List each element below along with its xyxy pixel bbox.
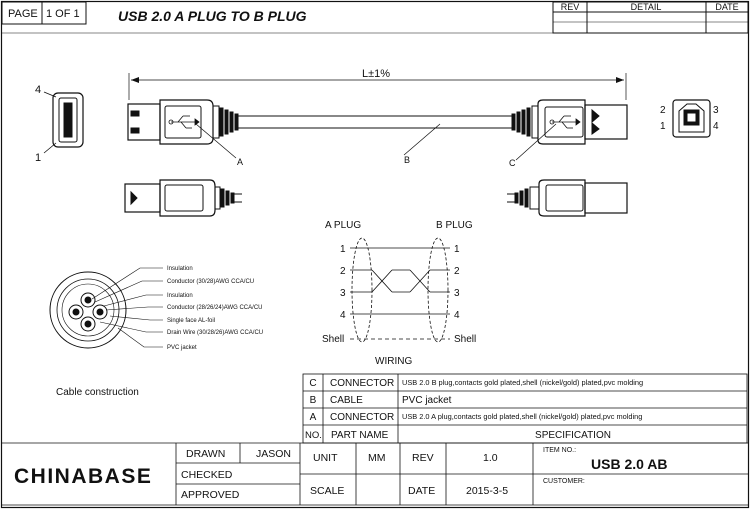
cable-label-6: Drain Wire (30/28/26)AWG CCA/CU: [167, 330, 263, 336]
customer-label: CUSTOMER:: [543, 478, 585, 485]
item-no-label: ITEM NO.:: [543, 447, 576, 454]
spec-row-a-spec: USB 2.0 A plug,contacts gold plated,shel…: [402, 412, 642, 421]
wiring-b-pin-4: 4: [454, 310, 460, 321]
b-socket-pin-1: 1: [660, 121, 666, 132]
title-block: [2, 442, 748, 506]
date-value: 2015-3-5: [466, 485, 508, 497]
spec-row-b-spec: PVC jacket: [402, 395, 452, 406]
spec-row-b-part: CABLE: [330, 395, 363, 406]
rev-col-header: REV: [561, 2, 580, 12]
rev-label: REV: [412, 452, 434, 464]
spec-row-a-part: CONNECTOR: [330, 412, 394, 423]
spec-row-c-spec: USB 2.0 B plug,contacts gold plated,shel…: [402, 378, 643, 387]
cable-label-7: PVC jacket: [167, 345, 197, 351]
b-socket-face: [672, 99, 711, 138]
wiring-b-pin-1: 1: [454, 244, 460, 255]
wiring-b-pin-3: 3: [454, 288, 460, 299]
wiring-a-shell: Shell: [322, 334, 344, 345]
scale-label: SCALE: [310, 485, 344, 497]
wiring-a-pin-3: 3: [340, 288, 346, 299]
wiring-a-pin-2: 2: [340, 266, 346, 277]
wiring-b-title: B PLUG: [436, 220, 473, 231]
drawing-title: USB 2.0 A PLUG TO B PLUG: [118, 8, 307, 24]
spec-row-c-part: CONNECTOR: [330, 378, 394, 389]
length-label: L±1%: [362, 68, 390, 80]
length-dimension: L±1%: [128, 68, 627, 100]
wiring-a-title: A PLUG: [325, 220, 361, 231]
revision-table: REV DETAIL DATE: [552, 1, 749, 34]
cable-leader-lines: [91, 267, 163, 348]
rev-value: 1.0: [483, 452, 498, 464]
checked-label: CHECKED: [181, 469, 233, 481]
spec-header-no: NO.: [305, 430, 322, 441]
b-socket-pin-4: 4: [713, 121, 719, 132]
spec-header-spec: SPECIFICATION: [535, 430, 611, 441]
callout-b: B: [404, 155, 410, 165]
a-socket-pin-4: 4: [35, 84, 41, 96]
callout-c: C: [509, 158, 516, 168]
drawn-label: DRAWN: [186, 448, 225, 460]
item-no-value: USB 2.0 AB: [591, 456, 668, 472]
spec-header-part: PART NAME: [331, 430, 389, 441]
cable-label-2: Conductor (30/28)AWG CCA/CU: [167, 279, 254, 285]
spec-row-b-key: B: [310, 395, 317, 406]
page-box: PAGE 1 OF 1: [1, 1, 87, 25]
spec-row-a-key: A: [310, 412, 317, 423]
cable-label-5: Single face AL-foil: [167, 318, 215, 324]
drawn-value: JASON: [256, 448, 291, 460]
wiring-a-pin-1: 1: [340, 244, 346, 255]
wiring-b-pin-2: 2: [454, 266, 460, 277]
wiring-caption: WIRING: [375, 356, 412, 367]
cable-label-4: Conductor (28/26/24)AWG CCA/CU: [167, 305, 262, 311]
cable-assembly-top: [127, 99, 628, 145]
callout-lines: [195, 123, 557, 161]
b-socket-pin-3: 3: [713, 105, 719, 116]
page-value: 1 OF 1: [46, 8, 80, 20]
date-label: DATE: [408, 485, 435, 497]
spec-row-c-key: C: [309, 378, 316, 389]
cable-label-3: Insulation: [167, 293, 193, 299]
a-socket-pin-1: 1: [35, 152, 41, 164]
b-socket-pin-2: 2: [660, 105, 666, 116]
date-col-header: DATE: [715, 2, 738, 12]
detail-col-header: DETAIL: [631, 2, 662, 12]
cable-construction-caption: Cable construction: [56, 387, 139, 398]
a-socket-face: [43, 91, 84, 154]
wiring-lines: [350, 237, 450, 343]
wiring-b-shell: Shell: [454, 334, 476, 345]
spec-table: [302, 373, 748, 444]
cable-assembly-side: [124, 179, 628, 217]
approved-label: APPROVED: [181, 489, 240, 501]
company-logo-text: CHINABASE: [14, 465, 152, 488]
unit-label: UNIT: [313, 452, 338, 464]
unit-value: MM: [368, 452, 386, 464]
cable-cross-section: [49, 271, 127, 349]
cable-label-1: Insulation: [167, 266, 193, 272]
callout-a: A: [237, 157, 243, 167]
page-label: PAGE: [8, 8, 38, 20]
wiring-a-pin-4: 4: [340, 310, 346, 321]
